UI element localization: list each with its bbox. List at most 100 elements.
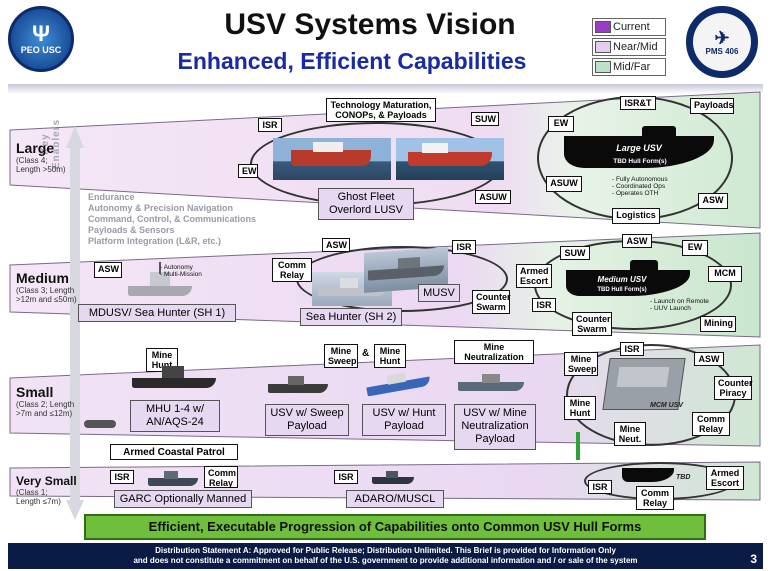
very-small-row-label: Very Small (Class 1; Length ≤7m) <box>16 474 80 506</box>
mhu-boat-icon <box>132 366 216 392</box>
timeline-legend: Current Near/Mid Mid/Far <box>592 18 666 78</box>
large-usv-subtitle: TBD Hull Form(s) <box>613 158 667 165</box>
medium-isr2-box: ISR <box>532 298 556 312</box>
small-class: (Class 2; Length <box>16 400 75 409</box>
small-mine-hunt2-box: Mine Hunt <box>374 344 406 368</box>
ship-icon <box>318 288 386 296</box>
large-class: (Class 4; <box>16 156 48 165</box>
garc-box: GARC Optionally Manned <box>114 490 252 508</box>
legend-near-mid: Near/Mid <box>592 38 666 56</box>
very-small-usv-hull-icon <box>622 468 674 482</box>
medium-asw2-box: ASW <box>322 238 350 252</box>
small-to-verysmall-arrow <box>576 432 580 460</box>
medium-label: Medium <box>16 270 69 286</box>
large-suw-box: SUW <box>471 112 499 126</box>
medium-armed-escort-box: Armed Escort <box>516 264 552 288</box>
mcm-isr-box: ISR <box>620 342 644 356</box>
small-label: Small <box>16 384 54 400</box>
large-ew2-box: EW <box>548 116 574 132</box>
medium-asw3-box: ASW <box>622 234 652 248</box>
very-small-usv-title: TBD <box>676 474 691 481</box>
mcm-comm-relay-box: Comm Relay <box>692 412 730 436</box>
legend-swatch-near-mid <box>595 41 611 53</box>
mcm-mine-sweep-box: Mine Sweep <box>564 352 598 376</box>
medium-note-autonomy: - Autonomy <box>160 264 193 271</box>
enabler-autonomy: Autonomy & Precision Navigation <box>88 203 234 213</box>
aircraft-icon: ✈ <box>714 27 730 48</box>
sea-hunter-sh2-box: Sea Hunter (SH 2) <box>300 308 402 326</box>
medium-notes-left: - Autonomy - Multi-Mission <box>160 264 202 278</box>
mcm-mine-hunt-box: Mine Hunt <box>564 396 596 420</box>
medium-counter-swarm-box: Counter Swarm <box>472 290 511 314</box>
pms-406-logo: ✈ PMS 406 <box>686 6 758 78</box>
large-length: Length >50m) <box>16 165 66 174</box>
medium-note-uuv: - UUV Launch <box>650 305 691 312</box>
mcm-counter-piracy-box: Counter Piracy <box>714 376 753 400</box>
medium-notes-right: - Launch on Remote - UUV Launch <box>650 298 709 312</box>
header-divider <box>8 84 763 94</box>
medium-usv-title: Medium USV <box>597 275 647 284</box>
medium-row-label: Medium (Class 3; Length >12m and ≤50m) <box>16 270 80 304</box>
large-asuw2-box: ASUW <box>546 176 582 192</box>
mcm-mine-neut-box: Mine Neut. <box>614 422 646 446</box>
ship-icon <box>291 150 371 166</box>
hunt-payload-box: USV w/ Hunt Payload <box>362 404 446 436</box>
mcm-usv-title: MCM USV <box>650 402 684 409</box>
legend-current: Current <box>592 18 666 36</box>
large-note-2: - Coordinated Ops <box>612 183 666 190</box>
tech-maturation-box: Technology Maturation, CONOPs, & Payload… <box>326 98 436 122</box>
medium-suw-box: SUW <box>560 246 590 260</box>
legend-mid-far: Mid/Far <box>592 58 666 76</box>
page-subtitle: Enhanced, Efficient Capabilities <box>177 48 527 74</box>
key-enablers-list: Endurance Autonomy & Precision Navigatio… <box>88 192 256 247</box>
very-small-armed-escort-box: Armed Escort <box>706 466 744 490</box>
very-small-label: Very Small <box>16 474 77 488</box>
medium-asw-box: ASW <box>94 262 122 278</box>
very-small-class: (Class 1; <box>16 488 48 497</box>
adaro-muscl-box: ADARO/MUSCL <box>346 490 444 508</box>
neutralization-payload-box: USV w/ Mine Neutralization Payload <box>454 404 536 450</box>
large-ew-box: EW <box>238 164 258 178</box>
medium-class: (Class 3; Length <box>16 286 75 295</box>
ghost-fleet-ship-photo-2 <box>396 138 504 180</box>
neutralization-usv-icon <box>458 372 524 394</box>
large-asuw-box: ASUW <box>475 190 511 204</box>
medium-note-multimission: - Multi-Mission <box>160 271 202 278</box>
medium-counter-swarm2-box: Counter Swarm <box>572 312 612 336</box>
very-small-length: Length ≤7m) <box>16 497 61 506</box>
large-logistics-box: Logistics <box>612 208 660 224</box>
ghost-fleet-box: Ghost Fleet Overlord LUSV <box>318 188 414 220</box>
very-small-isr2-box: ISR <box>334 470 358 484</box>
medium-comm-relay-box: Comm Relay <box>272 258 312 282</box>
footer-line-1: Distribution Statement A: Approved for P… <box>155 546 616 555</box>
large-asw-box: ASW <box>698 193 728 209</box>
very-small-comm-relay2-box: Comm Relay <box>636 486 674 510</box>
small-row-label: Small (Class 2; Length >7m and ≤12m) <box>16 384 80 418</box>
large-note-1: - Fully Autonomous <box>612 176 668 183</box>
distribution-footer: Distribution Statement A: Approved for P… <box>8 543 763 569</box>
large-usv-title: Large USV <box>616 143 662 153</box>
enabler-platform: Platform Integration (L&R, etc.) <box>88 236 222 246</box>
enabler-endurance: Endurance <box>88 192 135 202</box>
sweep-usv-icon <box>268 374 328 396</box>
musv-box: MUSV <box>418 284 460 302</box>
capabilities-banner: Efficient, Executable Progression of Cap… <box>84 514 706 540</box>
very-small-isr3-box: ISR <box>588 480 612 494</box>
page-title: USV Systems Vision <box>224 8 516 41</box>
ghost-fleet-ship-photo-1 <box>273 138 391 180</box>
medium-ew-box: EW <box>682 240 708 256</box>
adaro-boat-icon <box>372 470 414 486</box>
large-isrt-box: ISR&T <box>620 96 656 110</box>
page-number: 3 <box>750 552 757 566</box>
enabler-payloads: Payloads & Sensors <box>88 225 175 235</box>
small-mine-sweep-box: Mine Sweep <box>324 344 358 368</box>
peo-usc-logo: Ψ PEO USC <box>8 6 74 72</box>
armed-coastal-patrol-box: Armed Coastal Patrol <box>110 444 238 460</box>
sweep-payload-box: USV w/ Sweep Payload <box>265 404 349 436</box>
large-note-3: - Operates OTH <box>612 190 659 197</box>
large-payloads-box: Payloads <box>690 98 734 114</box>
footer-line-2: and does not constitute a commitment on … <box>133 556 638 565</box>
medium-note-launch: - Launch on Remote <box>650 298 709 305</box>
towed-sonar-icon <box>84 420 116 428</box>
small-mine-neutralization-box: Mine Neutralization <box>454 340 534 364</box>
